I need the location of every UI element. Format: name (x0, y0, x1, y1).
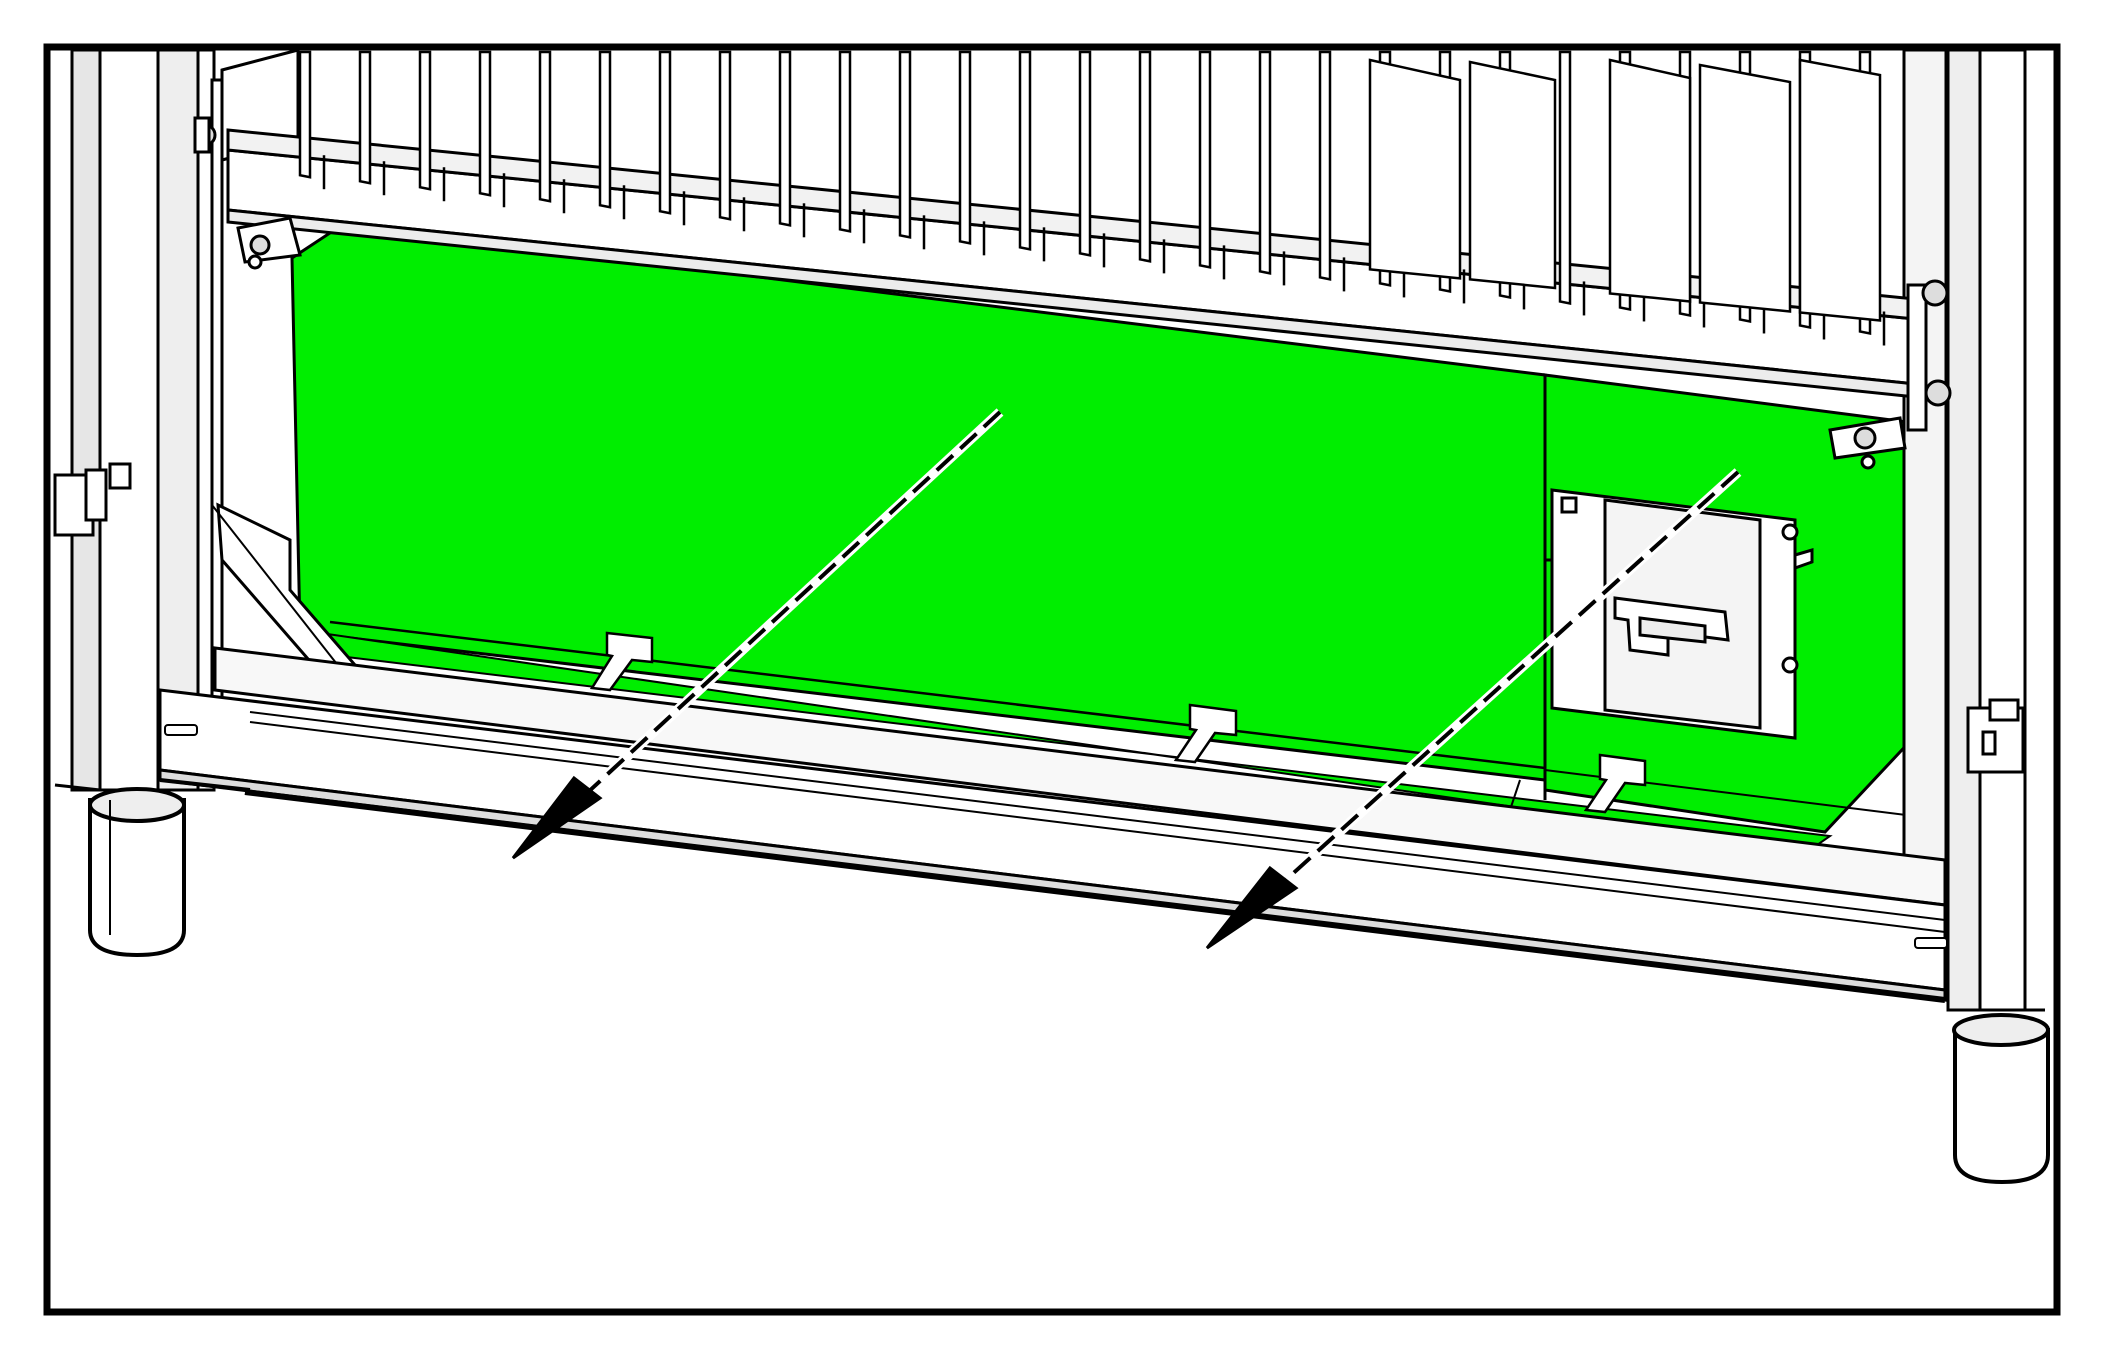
terminal-blade (418, 50, 432, 191)
terminal-blade (358, 50, 372, 185)
terminal-blade (778, 50, 792, 227)
terminal-blade (478, 50, 492, 197)
bottom-rail (158, 646, 1948, 1003)
terminal-blade (958, 50, 972, 245)
terminal-blade (1078, 50, 1092, 257)
terminal-blade (658, 50, 672, 215)
terminal-blade (1558, 50, 1572, 305)
terminal-blade (598, 50, 612, 209)
removal-arrows (511, 408, 1742, 950)
left-foot (88, 787, 186, 958)
terminal-blades (298, 50, 1886, 346)
terminal-blade (718, 50, 732, 221)
terminal-module (1468, 60, 1557, 290)
terminal-blade (898, 50, 912, 239)
terminal-module (1798, 58, 1882, 322)
removal-arrow-right (1205, 468, 1742, 950)
terminal-blade (538, 50, 552, 203)
rack-bracket-right (1828, 279, 1952, 470)
terminal-blade (298, 50, 312, 179)
terminal-module (1698, 63, 1792, 313)
post-base-lines (54, 783, 2045, 1012)
left-post (53, 48, 216, 792)
terminal-blade (1138, 50, 1152, 263)
removal-arrow-left (511, 408, 1004, 860)
terminal-blade (1258, 50, 1272, 275)
terminal-module (1608, 58, 1692, 303)
rack-bracket-left (193, 116, 302, 270)
right-post (1946, 48, 2027, 1012)
terminal-module (1368, 58, 1462, 280)
bottom-cover-plate (290, 223, 1932, 852)
plate-clips (589, 631, 1647, 814)
terminal-blade (1018, 50, 1032, 251)
right-foot (1952, 1013, 2050, 1185)
terminal-blade (838, 50, 852, 233)
terminal-blade (1198, 50, 1212, 269)
terminal-blade (1318, 50, 1332, 281)
